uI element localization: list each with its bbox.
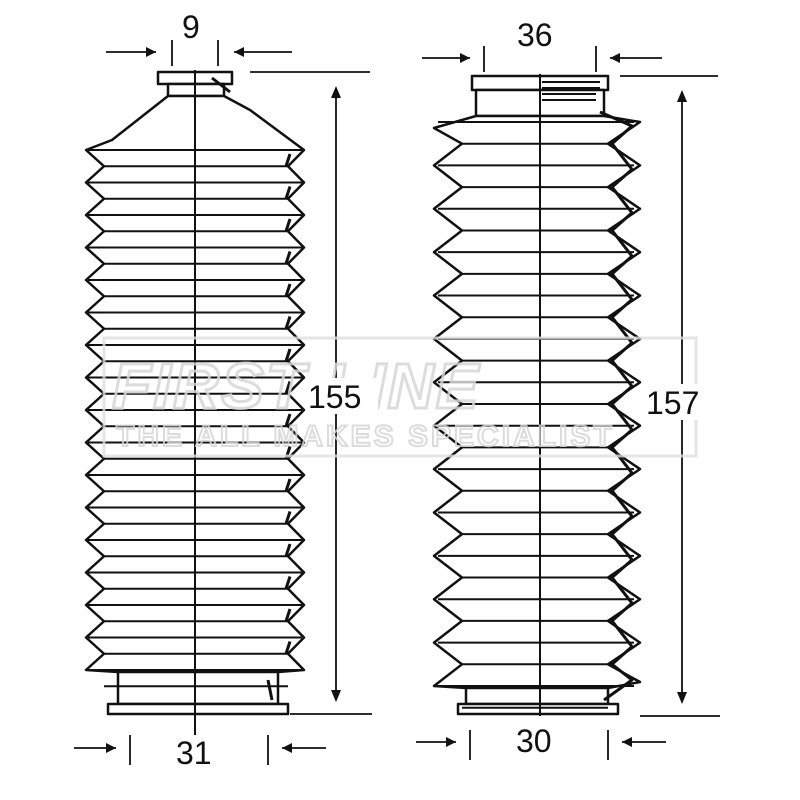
left-boot-hatch-line bbox=[284, 218, 292, 232]
right-boot-collar-detail bbox=[542, 81, 600, 101]
watermark-brand: FIRST LINE bbox=[112, 350, 481, 422]
left-boot-hatch-line bbox=[284, 576, 292, 590]
right-bottom-diameter-label: 30 bbox=[516, 723, 552, 759]
left-boot-hatch-line bbox=[284, 543, 292, 557]
left-bottom-diameter-label: 31 bbox=[176, 735, 212, 771]
left-steering-boot bbox=[84, 70, 306, 735]
left-boot-hatch-line bbox=[284, 153, 292, 167]
left-boot-hatch-line bbox=[284, 511, 292, 525]
right-steering-boot bbox=[432, 74, 642, 716]
left-boot-hatch-line bbox=[284, 381, 292, 395]
watermark: FIRST LINE THE ALL MAKES SPECIALIST bbox=[102, 336, 698, 458]
left-boot-folds bbox=[88, 149, 302, 688]
right-boot-bottom-flange bbox=[456, 702, 620, 716]
left-boot-hatch-line bbox=[284, 348, 292, 362]
dimension-arrowheads bbox=[106, 47, 687, 753]
left-boot-hatch-line bbox=[284, 251, 292, 265]
left-length-label: 155 bbox=[308, 379, 361, 415]
right-boot-bottom-collar bbox=[464, 686, 610, 706]
right-length-label: 157 bbox=[646, 385, 699, 421]
right-boot-folds bbox=[438, 121, 634, 709]
watermark-tagline: THE ALL MAKES SPECIALIST bbox=[116, 420, 615, 453]
left-boot-hatch-line bbox=[266, 679, 274, 701]
left-boot-bottom-flange bbox=[106, 702, 290, 716]
left-boot-bottom-collar bbox=[116, 670, 280, 706]
left-boot-hatch-line bbox=[284, 608, 292, 622]
left-top-diameter-label: 9 bbox=[182, 9, 200, 45]
left-boot-hatch-line bbox=[284, 413, 292, 427]
right-top-diameter-label: 36 bbox=[517, 17, 553, 53]
left-boot-hatch-line bbox=[211, 76, 231, 94]
left-boot-hatch-line bbox=[284, 283, 292, 297]
left-boot-hatch-line bbox=[284, 186, 292, 200]
left-boot-hatch-line bbox=[284, 478, 292, 492]
right-boot-section-profile bbox=[599, 110, 634, 702]
left-boot-hatch-line bbox=[284, 641, 292, 655]
left-boot-hatch-line bbox=[284, 316, 292, 330]
